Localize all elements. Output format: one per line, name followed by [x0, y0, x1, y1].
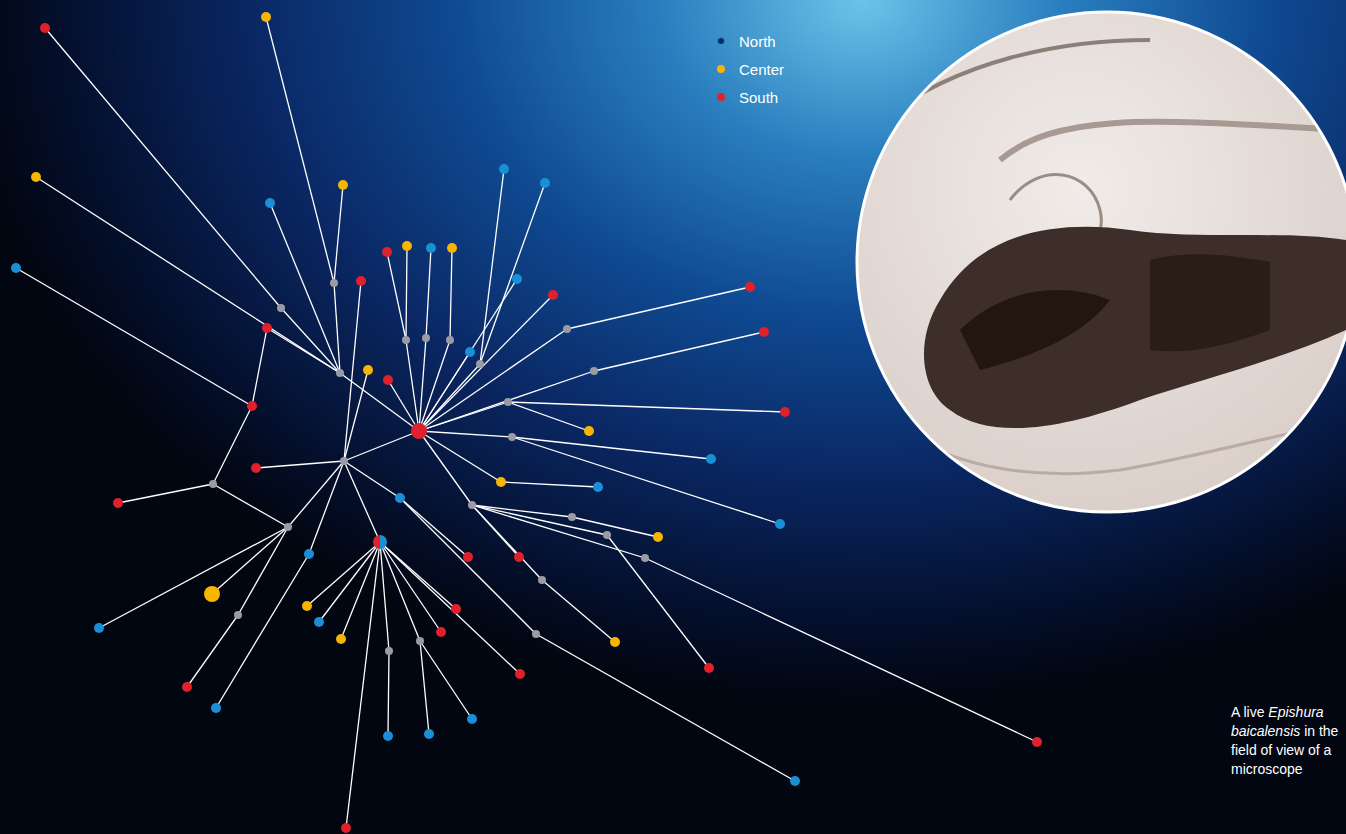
- center-haplotypes: [31, 12, 663, 647]
- legend-text: Center: [739, 61, 784, 78]
- legend-swatch: [717, 65, 725, 73]
- legend: NorthCenterSouth: [717, 27, 784, 111]
- legend-item: South: [717, 83, 784, 111]
- north-haplotypes: [11, 164, 800, 786]
- legend-item: Center: [717, 55, 784, 83]
- legend-text: South: [739, 89, 778, 106]
- intermediate-nodes: [209, 279, 649, 655]
- legend-item: North: [717, 27, 784, 55]
- legend-swatch: [717, 93, 725, 101]
- network-edges: [16, 17, 1037, 828]
- mixed-haplotype: [373, 535, 387, 549]
- microscope-photo: [857, 12, 1346, 512]
- legend-text: North: [739, 33, 776, 50]
- legend-swatch: [717, 37, 725, 45]
- south-haplotypes: [40, 23, 1042, 833]
- photo-caption: A live Epishura baicalensis in the field…: [1231, 703, 1343, 779]
- caption-text: A live: [1231, 704, 1264, 720]
